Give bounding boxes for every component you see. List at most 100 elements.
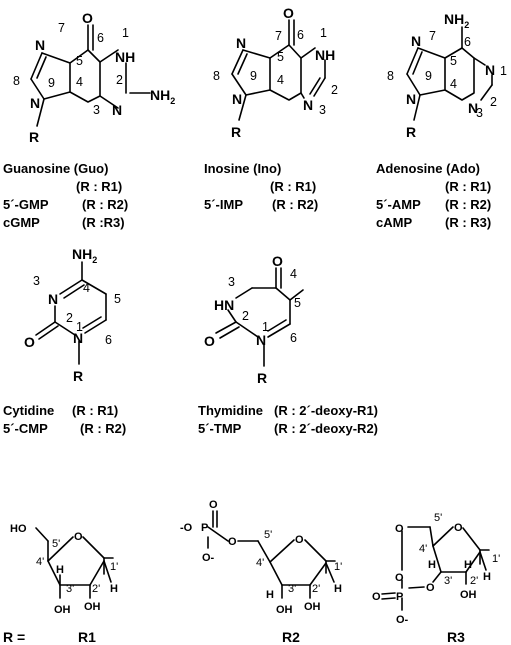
r3-o3-link: O (395, 572, 404, 584)
cytidine-r: (R : R1) (72, 403, 118, 418)
thymidine-o4: O (272, 253, 283, 269)
adenosine-num-7: 7 (429, 29, 436, 43)
guanosine-oxygen: O (82, 10, 93, 26)
r1-ring-oxygen: O (74, 531, 83, 543)
guanosine-num-9: 9 (48, 76, 55, 90)
guanosine-num-5: 5 (76, 54, 83, 68)
r-equals-label: R = (3, 629, 25, 645)
thymidine-num-3: 3 (228, 275, 235, 289)
adenosine-name: Adenosine (Ado) (376, 161, 480, 176)
cytidine-n3: N (48, 291, 58, 307)
adenosine-n3: N (468, 100, 478, 116)
cytidine-num-1: 1 (76, 320, 83, 334)
inosine-n7: N (236, 35, 246, 51)
adenosine-nh2: NH2 (444, 11, 469, 30)
adenosine-caption: Adenosine (Ado) (R : R1) 5´-AMP (R : R2)… (376, 161, 491, 230)
gmp-name: 5´-GMP (3, 197, 49, 212)
adenosine-n9: N (406, 91, 416, 107)
r3-h2: H (464, 559, 472, 571)
thymidine-num-5: 5 (294, 296, 301, 310)
r2-num-3p: 3' (288, 583, 296, 595)
gmp-r: (R : R2) (82, 197, 128, 212)
cytidine-num-5: 5 (114, 292, 121, 306)
cytidine-num-3: 3 (33, 274, 40, 288)
adenosine-structure: NH2 N N N N R 1 2 3 4 5 6 7 8 9 (387, 11, 507, 140)
thymidine-name: Thymidine (198, 403, 263, 418)
inosine-r-line: (R : R1) (270, 179, 316, 194)
r3-phosphoryl-oxygen: O (372, 591, 381, 603)
thymidine-num-6: 6 (290, 331, 297, 345)
thymidine-num-1: 1 (262, 320, 269, 334)
r2-ester-oxygen: O (228, 536, 237, 548)
r1-h1: H (110, 583, 118, 595)
r2-phosphoryl-oxygen: O (209, 499, 218, 511)
cytidine-n1: N (73, 330, 83, 346)
thymidine-hn3: HN (214, 297, 234, 313)
r2-ribose-phosphate: -O P O O- O O H OH OH H 5' 4' 3' 2' 1' (180, 499, 342, 616)
adenosine-num-9: 9 (425, 69, 432, 83)
r2-num-4p: 4' (256, 557, 264, 569)
adenosine-num-5: 5 (450, 54, 457, 68)
r3-oh2: OH (460, 589, 477, 601)
thymidine-structure: O HN N O R 1 2 3 4 5 6 (204, 253, 304, 386)
r2-oh2: OH (304, 601, 321, 613)
r2-num-1p: 1' (334, 561, 342, 573)
r2-oh3: OH (276, 604, 293, 616)
thymidine-o2: O (204, 333, 215, 349)
cgmp-r: (R :R3) (82, 215, 125, 230)
r3-o-minus: O- (396, 614, 409, 626)
r1-ho: HO (10, 523, 27, 535)
r2-h1: H (334, 583, 342, 595)
r3-cyclic-phosphate: O O O O P O O- H H OH H 5' 4' 3' 2' 1' (372, 512, 500, 626)
inosine-n3: N (303, 97, 313, 113)
imp-r: (R : R2) (272, 197, 318, 212)
inosine-caption: Inosine (Ino) (R : R1) 5´-IMP (R : R2) (204, 161, 318, 212)
r3-o3: O (426, 582, 435, 594)
inosine-r: R (231, 124, 241, 140)
r2-ring-oxygen: O (295, 534, 304, 546)
cytidine-oxygen: O (24, 334, 35, 350)
thymidine-num-2: 2 (242, 309, 249, 323)
cytidine-name: Cytidine (3, 403, 54, 418)
adenosine-num-3: 3 (476, 106, 483, 120)
r1-num-4p: 4' (36, 556, 44, 568)
r3-h4: H (428, 559, 436, 571)
cytidine-r: R (73, 368, 83, 384)
r2-h3: H (266, 589, 274, 601)
cmp-name: 5´-CMP (3, 421, 48, 436)
guanosine-n9: N (30, 95, 40, 111)
inosine-nh: NH (315, 47, 335, 63)
inosine-num-1: 1 (320, 26, 327, 40)
inosine-num-9: 9 (250, 69, 257, 83)
cytidine-nh2: NH2 (72, 246, 97, 265)
tmp-name: 5´-TMP (198, 421, 242, 436)
r3-h1: H (483, 571, 491, 583)
cytidine-num-2: 2 (66, 311, 73, 325)
r2-phosphorus: P (201, 522, 208, 534)
guanosine-nh: NH (115, 49, 135, 65)
r3-phosphorus: P (396, 591, 403, 603)
inosine-num-6: 6 (297, 28, 304, 42)
adenosine-num-2: 2 (490, 95, 497, 109)
r1-num-3p: 3' (66, 583, 74, 595)
camp-r: (R : R3) (445, 215, 491, 230)
cmp-r: (R : R2) (80, 421, 126, 436)
inosine-structure: O NH N N N R 1 2 3 4 5 6 7 8 9 (213, 5, 338, 140)
cytidine-num-6: 6 (105, 333, 112, 347)
r3-ring-oxygen: O (454, 522, 463, 534)
camp-name: cAMP (376, 215, 412, 230)
inosine-num-8: 8 (213, 69, 220, 83)
amp-name: 5´-AMP (376, 197, 421, 212)
r3-o5: O (395, 523, 404, 535)
guanosine-num-4: 4 (76, 75, 83, 89)
r1-num-2p: 2' (92, 583, 100, 595)
inosine-oxygen: O (283, 5, 294, 21)
inosine-name: Inosine (Ino) (204, 161, 281, 176)
cytidine-caption: Cytidine (R : R1) 5´-CMP (R : R2) (3, 403, 126, 436)
r1-oh3: OH (54, 604, 71, 616)
guanosine-num-3: 3 (93, 103, 100, 117)
cytidine-structure: NH2 N N O R 1 2 3 4 5 6 (24, 246, 121, 384)
thymidine-r: R (257, 370, 267, 386)
r1-num-1p: 1' (110, 561, 118, 573)
